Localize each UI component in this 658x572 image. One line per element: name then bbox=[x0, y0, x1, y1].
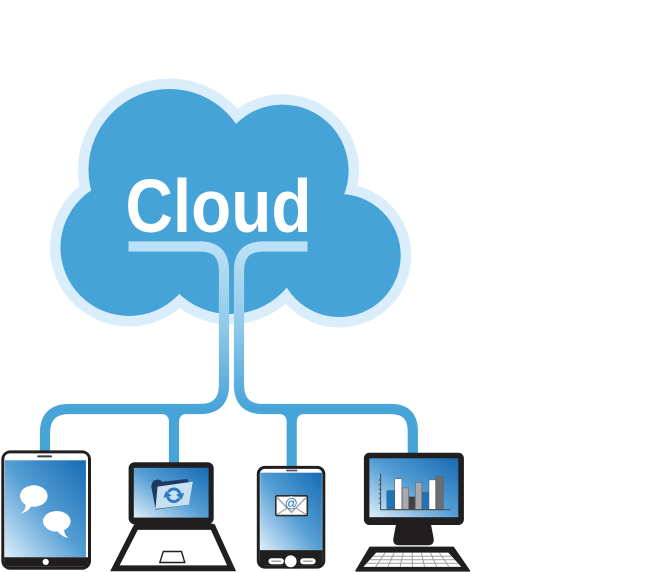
svg-text:Cloud: Cloud bbox=[126, 164, 312, 248]
svg-text:@: @ bbox=[285, 495, 298, 510]
